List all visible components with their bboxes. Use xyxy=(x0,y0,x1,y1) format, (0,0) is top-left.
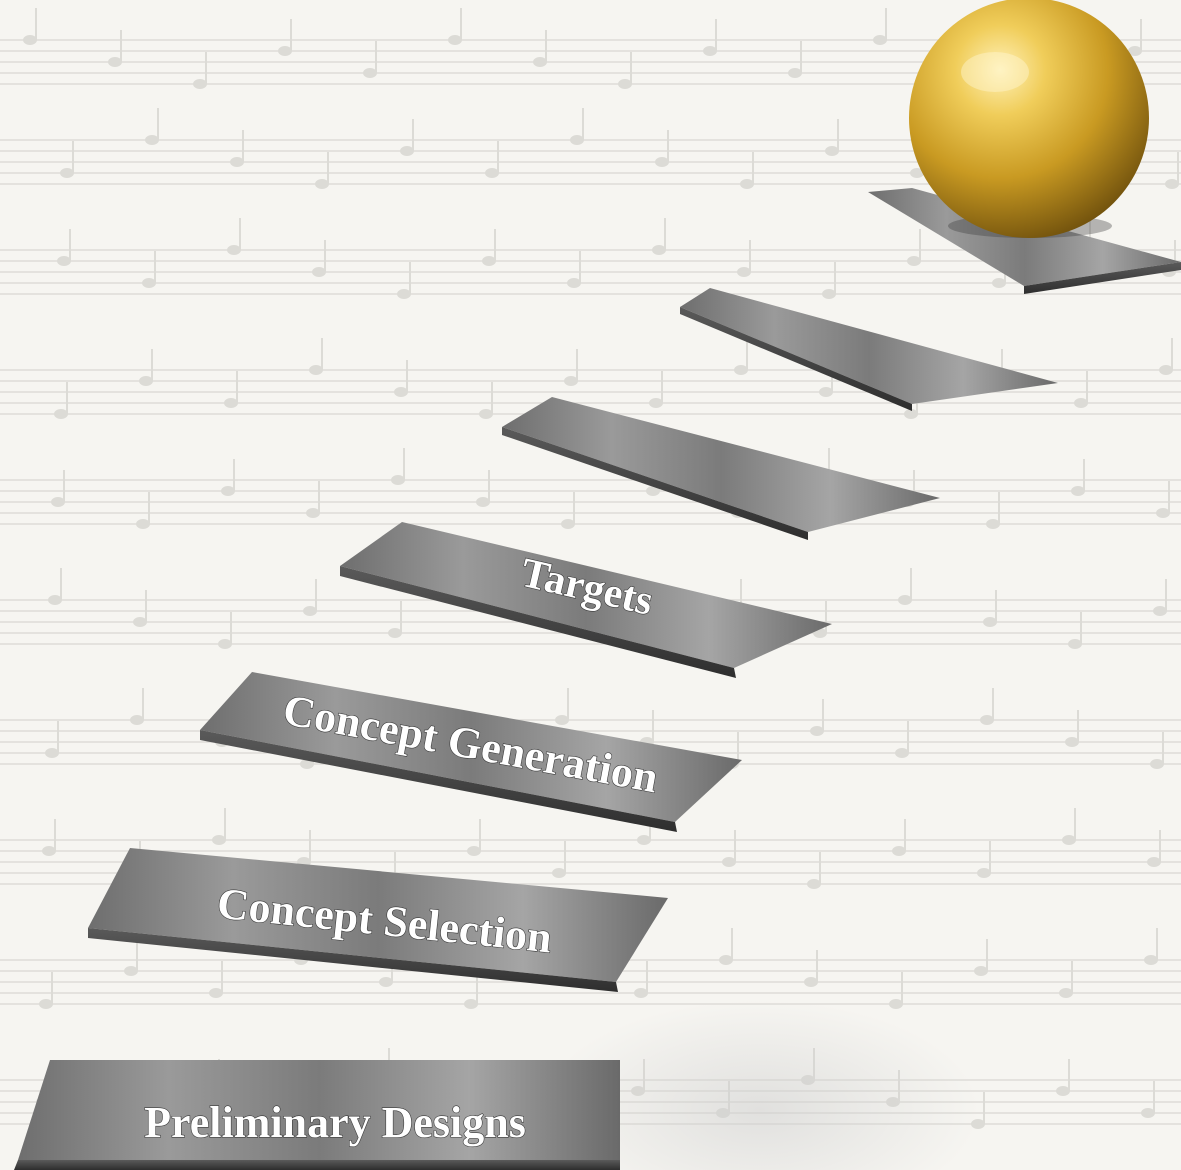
step-4 xyxy=(340,522,832,678)
dust-shadow xyxy=(540,1000,980,1170)
step-6 xyxy=(680,288,1058,411)
step-3 xyxy=(200,672,742,832)
gold-sphere xyxy=(909,0,1149,238)
step-5 xyxy=(502,397,940,540)
step-2 xyxy=(88,848,668,992)
step-1 xyxy=(14,1060,620,1170)
step-label-preliminary-designs: Preliminary Designs xyxy=(144,1098,526,1147)
